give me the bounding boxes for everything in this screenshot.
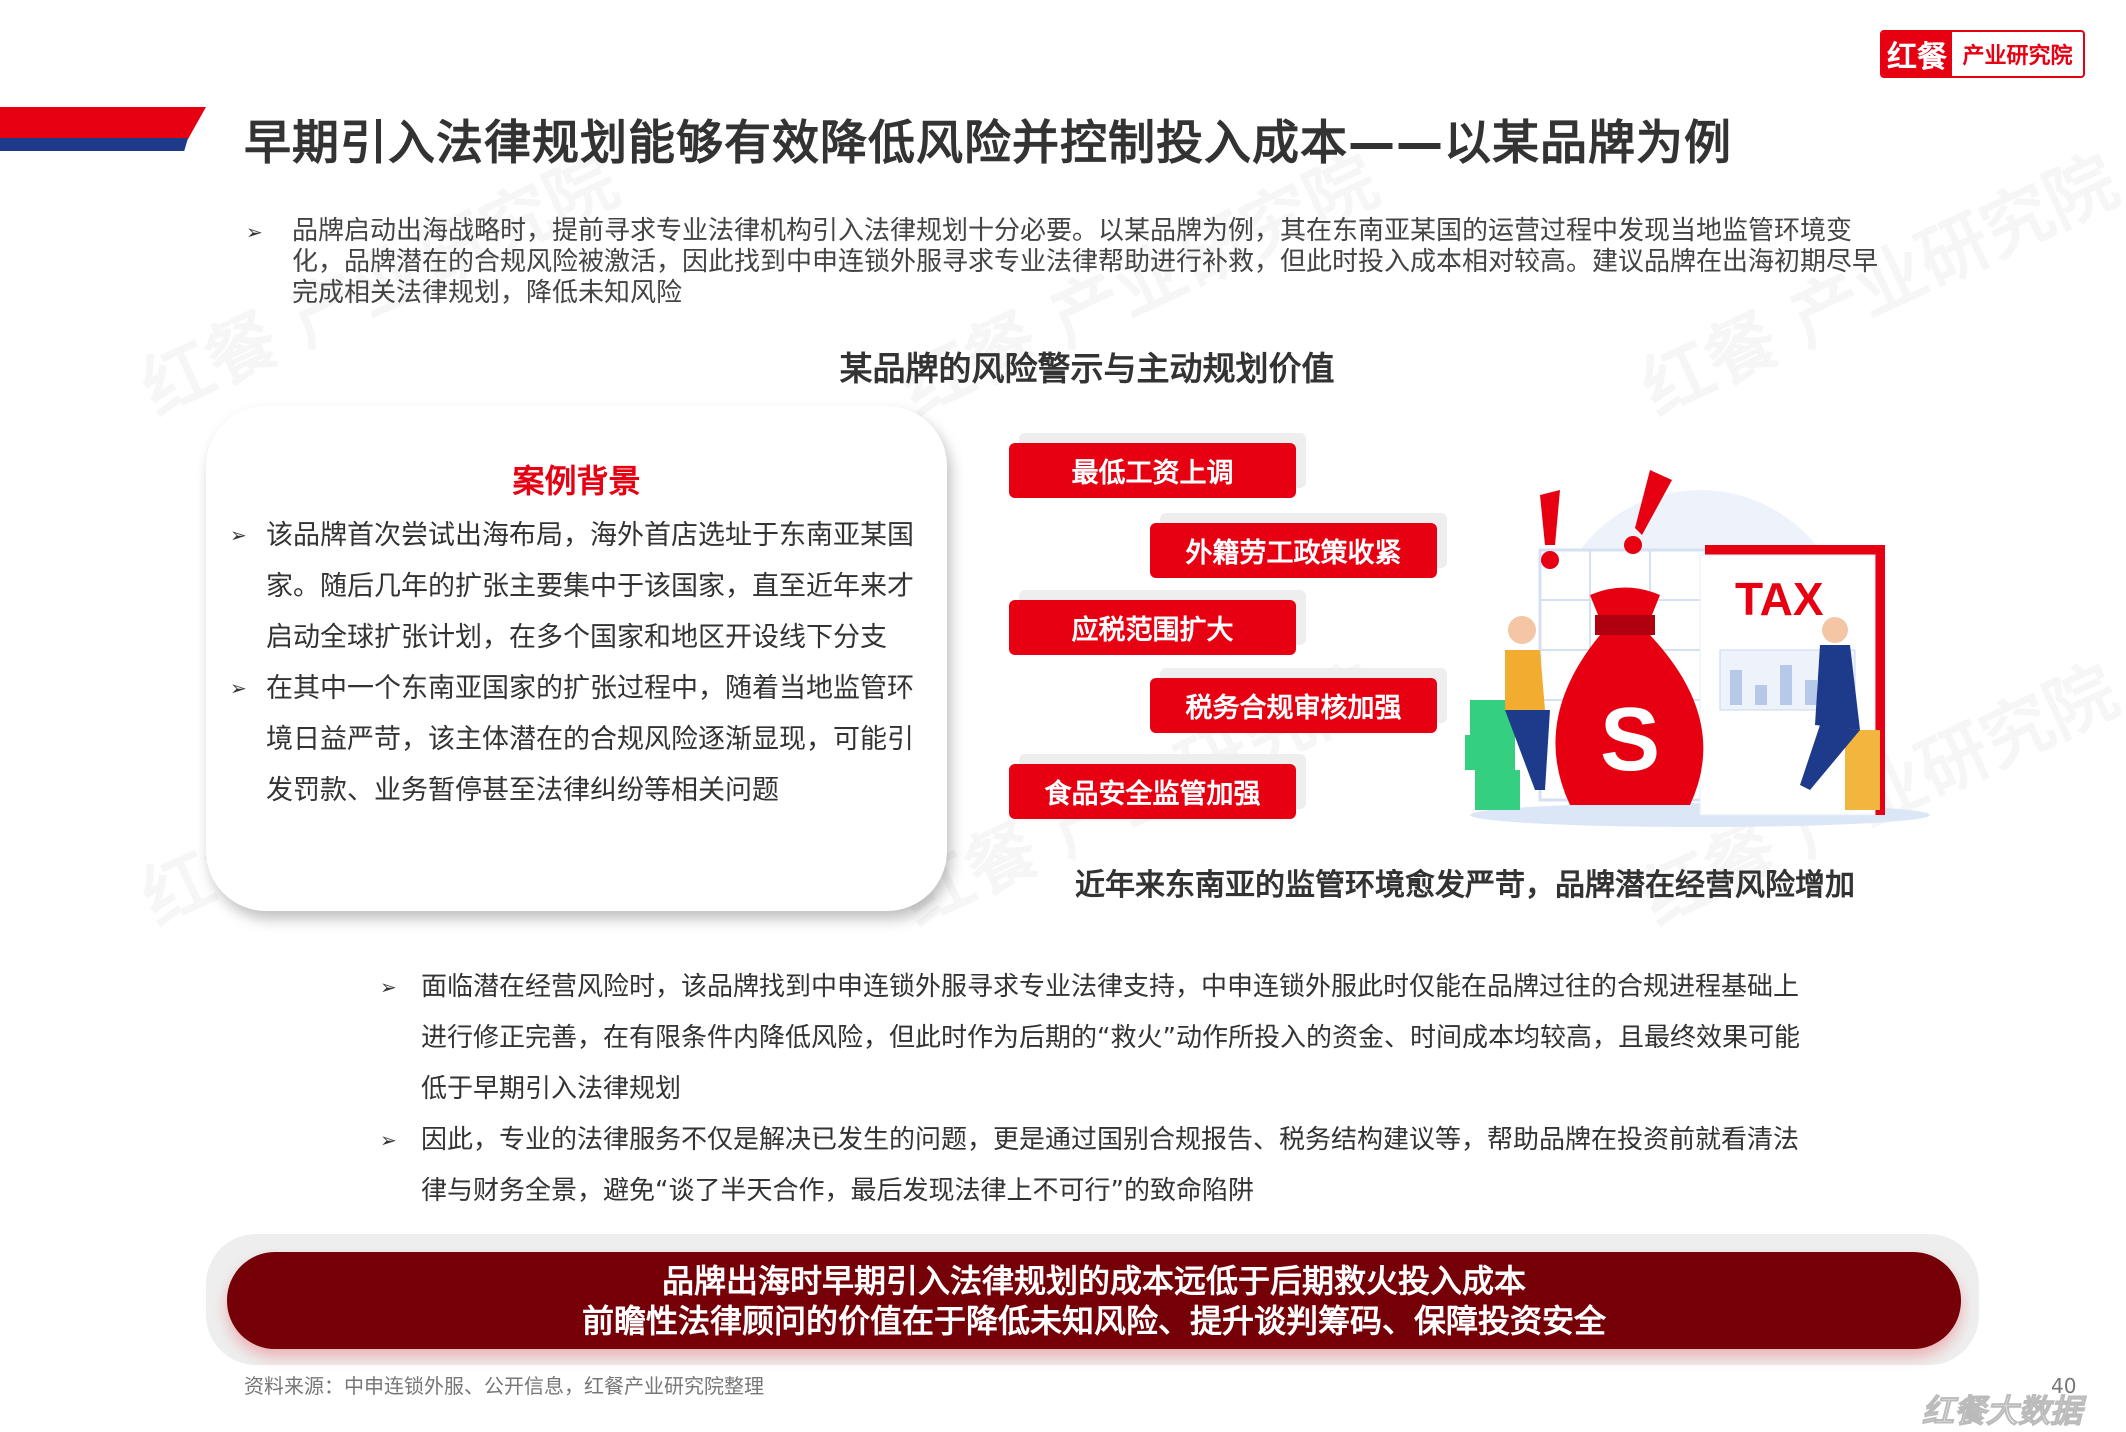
banner-line-1: 品牌出海时早期引入法律规划的成本远低于后期救火投入成本 [661, 1262, 1526, 1300]
case-heading: 案例背景 [512, 462, 641, 500]
risk-tag: 外籍劳工政策收紧 [1150, 523, 1437, 578]
page-title: 早期引入法律规划能够有效降低风险并控制投入成本——以某品牌为例 [244, 116, 1732, 171]
case-item-text: 该品牌首次尝试出海布局，海外首店选址于东南亚某国家。随后几年的扩张主要集中于该国… [266, 520, 914, 653]
risk-tag: 食品安全监管加强 [1009, 764, 1296, 819]
lower-item-text: 因此，专业的法律服务不仅是解决已发生的问题，更是通过国别合规报告、税务结构建议等… [421, 1125, 1800, 1206]
source-note: 资料来源：中申连锁外服、公开信息，红餐产业研究院整理 [244, 1374, 764, 1398]
bullet-arrow-icon: ➢ [230, 523, 247, 547]
case-item: ➢ 该品牌首次尝试出海布局，海外首店选址于东南亚某国家。随后几年的扩张主要集中于该… [230, 510, 930, 663]
footer-logo: 红餐大数据 [1921, 1392, 2083, 1431]
banner-line-2: 前瞻性法律顾问的价值在于降低未知风险、提升谈判筹码、保障投资安全 [581, 1302, 1606, 1340]
tax-label: TAX [1735, 573, 1824, 625]
bullet-arrow-icon: ➢ [230, 676, 247, 700]
bag-symbol: S [1600, 690, 1660, 790]
risk-tag: 税务合规审核加强 [1150, 678, 1437, 733]
bullet-arrow-icon: ➢ [246, 220, 263, 244]
case-item-text: 在其中一个东南亚国家的扩张过程中，随着当地监管环境日益严苛，该主体潜在的合规风险… [266, 673, 914, 806]
bullet-arrow-icon: ➢ [380, 975, 397, 999]
logo-right-text: 产业研究院 [1962, 44, 2073, 69]
section-title: 某品牌的风险警示与主动规划价值 [839, 349, 1335, 388]
illustration-caption: 近年来东南亚的监管环境愈发严苛，品牌潜在经营风险增加 [1075, 868, 1855, 903]
case-background-card: 案例背景 ➢ 该品牌首次尝试出海布局，海外首店选址于东南亚某国家。随后几年的扩张主… [206, 406, 947, 911]
page-number: 40 [2051, 1374, 2077, 1398]
bullet-arrow-icon: ➢ [380, 1128, 397, 1152]
conclusion-banner: 品牌出海时早期引入法律规划的成本远低于后期救火投入成本 前瞻性法律顾问的价值在于… [227, 1252, 1961, 1349]
lower-item: ➢ 因此，专业的法律服务不仅是解决已发生的问题，更是通过国别合规报告、税务结构建议… [380, 1115, 1800, 1217]
risk-tag: 应税范围扩大 [1009, 600, 1296, 655]
lower-item-text: 面临潜在经营风险时，该品牌找到中申连锁外服寻求专业法律支持，中申连锁外服此时仅能… [421, 972, 1800, 1104]
case-item: ➢ 在其中一个东南亚国家的扩张过程中，随着当地监管环境日益严苛，该主体潜在的合规风… [230, 663, 930, 816]
intro-text: 品牌启动出海战略时，提前寻求专业法律机构引入法律规划十分必要。以某品牌为例，其在… [292, 216, 1879, 308]
lower-item: ➢ 面临潜在经营风险时，该品牌找到中申连锁外服寻求专业法律支持，中申连锁外服此时仅… [380, 962, 1800, 1115]
risk-tag: 最低工资上调 [1009, 443, 1296, 498]
tax-risk-illustration: TAX S [1465, 470, 1930, 827]
logo-left-text: 红餐 [1882, 32, 1952, 76]
lower-bullets: ➢ 面临潜在经营风险时，该品牌找到中申连锁外服寻求专业法律支持，中申连锁外服此时仅… [380, 962, 1800, 1217]
brand-logo: 红餐 产业研究院 [1880, 30, 2085, 78]
title-accent-blue [0, 138, 188, 151]
